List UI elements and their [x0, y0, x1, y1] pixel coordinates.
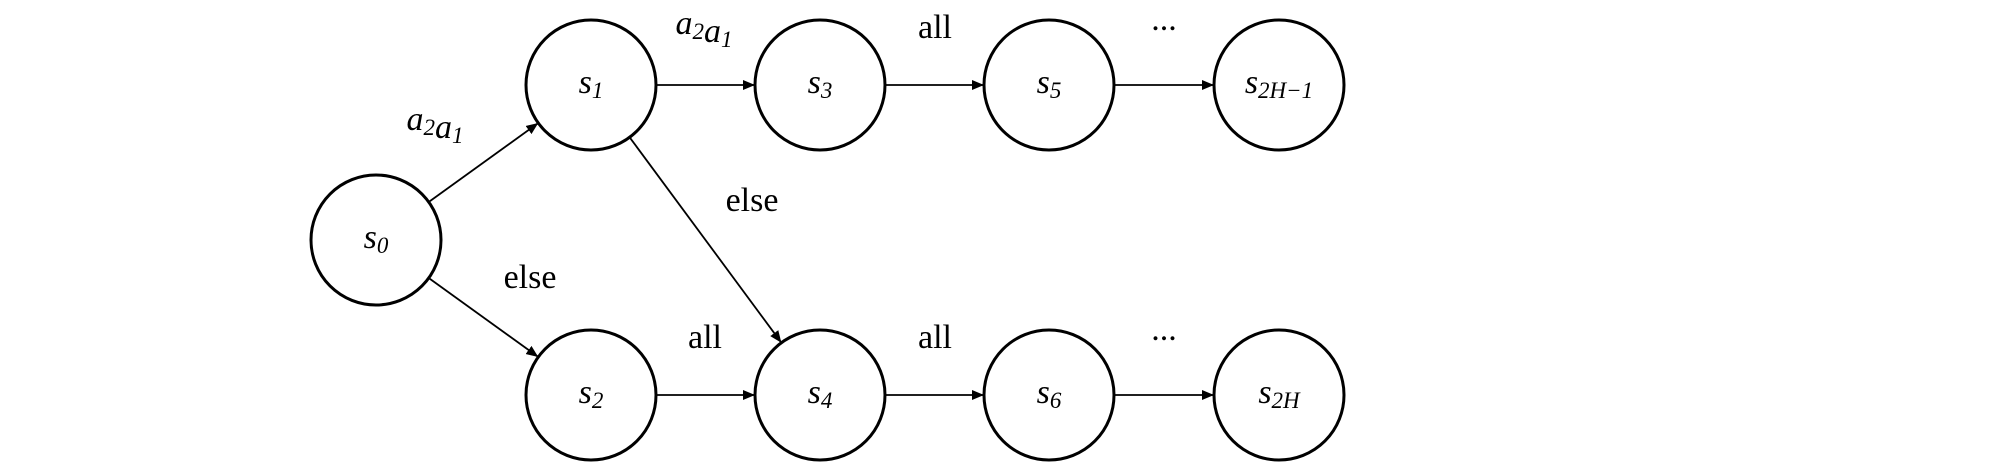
state-node-circle	[982, 18, 1116, 152]
edge-label-subscript: 2	[424, 115, 436, 140]
state-node-label: s5	[1037, 64, 1062, 103]
edge-label-subscript: 1	[452, 123, 464, 148]
state-node-circle	[1212, 328, 1346, 462]
edge-arrow-s1-to-s4	[628, 136, 782, 343]
state-node-s3: s3	[753, 18, 887, 152]
edge-label-symbol: a	[704, 13, 721, 50]
state-node-s2H-1: s2H−1	[1212, 18, 1346, 152]
state-node-subscript: 2H	[1272, 388, 1302, 413]
state-node-symbol: s	[1037, 64, 1050, 101]
state-node-subscript: 0	[377, 233, 389, 258]
state-node-circle	[524, 328, 658, 462]
state-node-label: s6	[1037, 374, 1062, 413]
state-node-circle	[753, 328, 887, 462]
edge-label-s1-to-s3: a2a1	[676, 5, 733, 52]
edge-arrow-s0-to-s1	[428, 122, 539, 203]
state-node-s4: s4	[753, 328, 887, 462]
state-node-subscript: 2H−1	[1258, 78, 1313, 103]
state-node-label: s1	[579, 64, 604, 103]
edge-label-s0-to-s1: a2a1	[407, 101, 464, 148]
state-node-circle	[309, 173, 443, 307]
state-node-label: s2	[579, 374, 604, 413]
state-node-label: s3	[808, 64, 833, 103]
state-node-symbol: s	[364, 219, 377, 256]
state-node-s5: s5	[982, 18, 1116, 152]
state-node-subscript: 6	[1050, 388, 1062, 413]
state-node-s1: s1	[524, 18, 658, 152]
state-node-s2H: s2H	[1212, 328, 1346, 462]
state-node-symbol: s	[808, 374, 821, 411]
state-node-symbol: s	[579, 374, 592, 411]
state-node-label: s4	[808, 374, 833, 413]
state-node-s0: s0	[309, 173, 443, 307]
state-node-symbol: s	[808, 64, 821, 101]
edge-labels-layer: a2a1elsea2a1elseallallall......	[407, 1, 1177, 356]
state-node-subscript: 1	[592, 78, 604, 103]
state-node-symbol: s	[579, 64, 592, 101]
state-node-subscript: 4	[821, 388, 833, 413]
edge-label-s2-to-s4: all	[688, 319, 722, 356]
state-node-subscript: 2	[592, 388, 604, 413]
state-node-s2: s2	[524, 328, 658, 462]
state-node-subscript: 5	[1050, 78, 1062, 103]
state-node-symbol: s	[1037, 374, 1050, 411]
edge-label-s5-to-s2H-1: ...	[1151, 1, 1177, 38]
edge-label-s3-to-s5: all	[918, 9, 952, 46]
state-node-s6: s6	[982, 328, 1116, 462]
edge-label-symbol: a	[407, 101, 424, 138]
state-node-circle	[1212, 18, 1346, 152]
state-node-subscript: 3	[820, 78, 833, 103]
edge-label-subscript: 1	[721, 27, 733, 52]
edge-label-symbol: a	[676, 5, 693, 42]
state-node-label: s2H	[1258, 374, 1301, 413]
edges-layer	[428, 80, 1214, 400]
state-node-symbol: s	[1258, 374, 1271, 411]
state-node-label: s0	[364, 219, 389, 258]
edge-label-subscript: 2	[693, 19, 705, 44]
state-node-symbol: s	[1245, 64, 1258, 101]
state-node-circle	[524, 18, 658, 152]
edge-label-s0-to-s2: else	[504, 259, 557, 296]
state-node-circle	[753, 18, 887, 152]
edge-label-s1-to-s4: else	[726, 182, 779, 219]
edge-label-s4-to-s6: all	[918, 319, 952, 356]
state-node-circle	[982, 328, 1116, 462]
edge-label-s6-to-s2H: ...	[1151, 311, 1177, 348]
edge-arrow-s0-to-s2	[428, 277, 539, 358]
state-node-label: s2H−1	[1245, 64, 1313, 103]
edge-label-symbol: a	[435, 109, 452, 146]
